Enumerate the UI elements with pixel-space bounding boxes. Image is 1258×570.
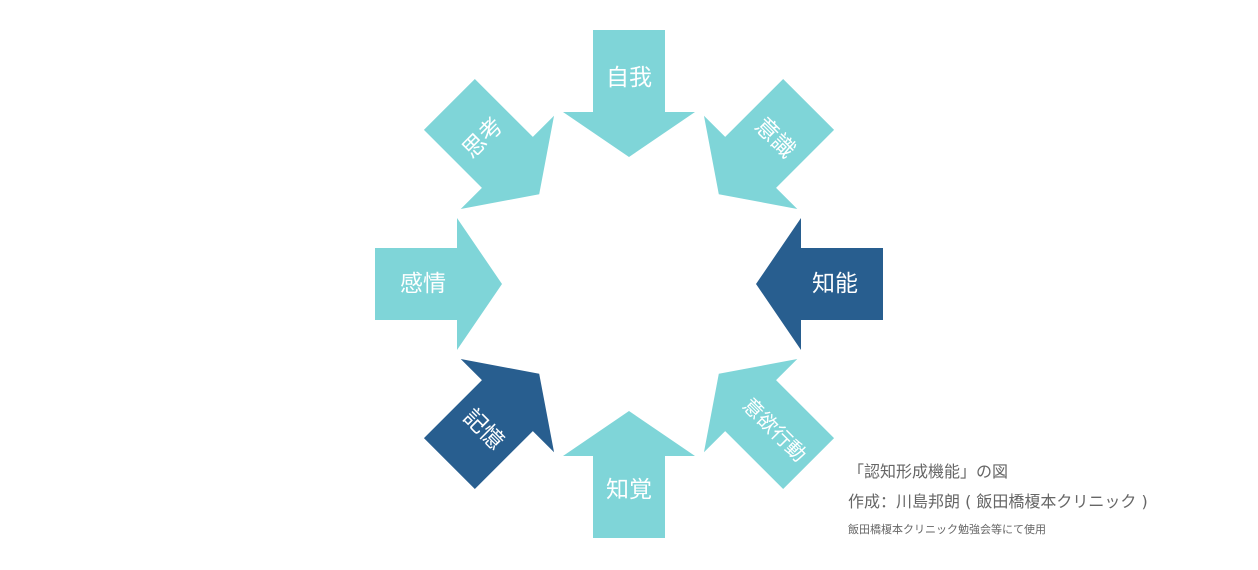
arrow-0: 自我: [563, 30, 695, 157]
arrow-2: 知能: [756, 218, 883, 350]
caption-author: 作成：川島邦朗 ( 飯田橋榎本クリニック ): [848, 492, 1148, 511]
arrow-4: 知覚: [563, 411, 695, 538]
arrow-7: 思考: [423, 78, 555, 210]
arrow-shape: [756, 218, 883, 350]
arrow-shape: [703, 358, 835, 490]
arrow-shape: [423, 78, 555, 210]
arrow-shape: [563, 30, 695, 157]
caption-title: 「認知形成機能」の図: [848, 462, 1009, 481]
arrow-shape: [375, 218, 502, 350]
arrow-shape: [703, 78, 835, 210]
arrow-shape: [423, 358, 555, 490]
arrow-label: 知覚: [606, 477, 652, 503]
arrow-label: 自我: [606, 65, 652, 91]
arrow-5: 記憶: [423, 358, 555, 490]
arrow-label: 知能: [812, 271, 858, 297]
arrow-shape: [563, 411, 695, 538]
caption-note: 飯田橋榎本クリニック勉強会等にて使用: [848, 523, 1046, 536]
arrow-1: 意識: [703, 78, 835, 210]
arrow-6: 感情: [375, 218, 502, 350]
arrow-3: 意欲行動: [703, 358, 835, 490]
arrow-label: 感情: [400, 271, 446, 297]
